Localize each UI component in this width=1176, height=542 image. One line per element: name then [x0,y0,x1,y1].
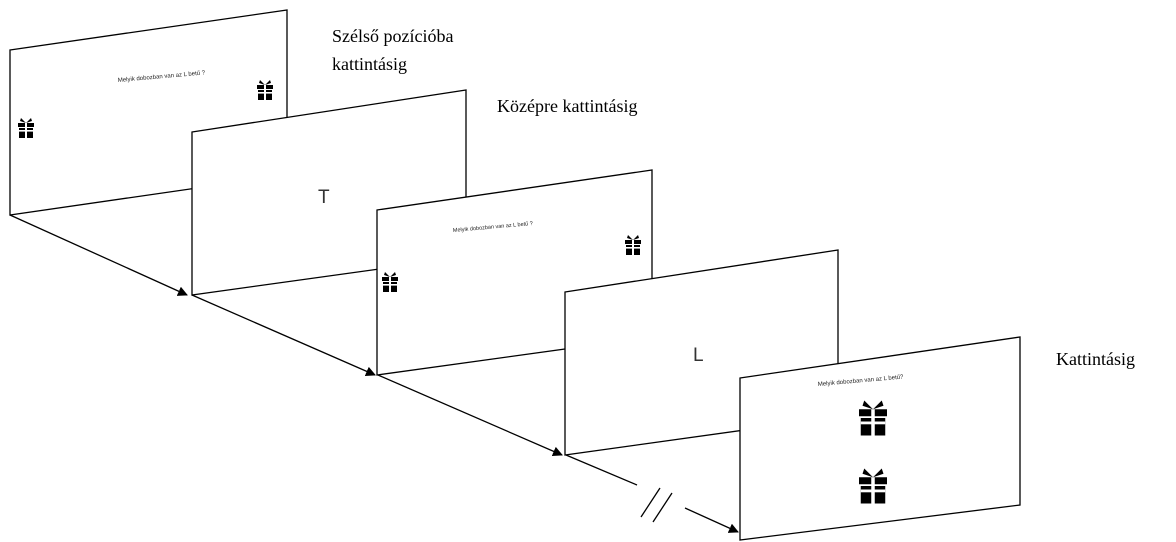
label-center-click: Középre kattintásig [497,96,637,116]
time-break-mark-2 [652,492,673,523]
timeline-arrow-4b [684,507,739,533]
screen-5-two-boxes: Melyik dobozban van az L betű? [739,336,1021,541]
timeline-arrow-2 [191,294,376,376]
screen-2-letter: T [318,187,330,208]
label-click: Kattintásig [1056,349,1135,369]
timeline-segment-4a [565,454,638,486]
screen-4-letter: L [693,345,704,366]
time-break-mark-1 [640,487,661,518]
timeline-arrow-3 [377,374,563,456]
timeline-arrow-1 [9,214,188,296]
label-edge-click-line2: kattintásig [332,54,407,74]
label-edge-click: Szélső pozícióba [332,26,453,46]
